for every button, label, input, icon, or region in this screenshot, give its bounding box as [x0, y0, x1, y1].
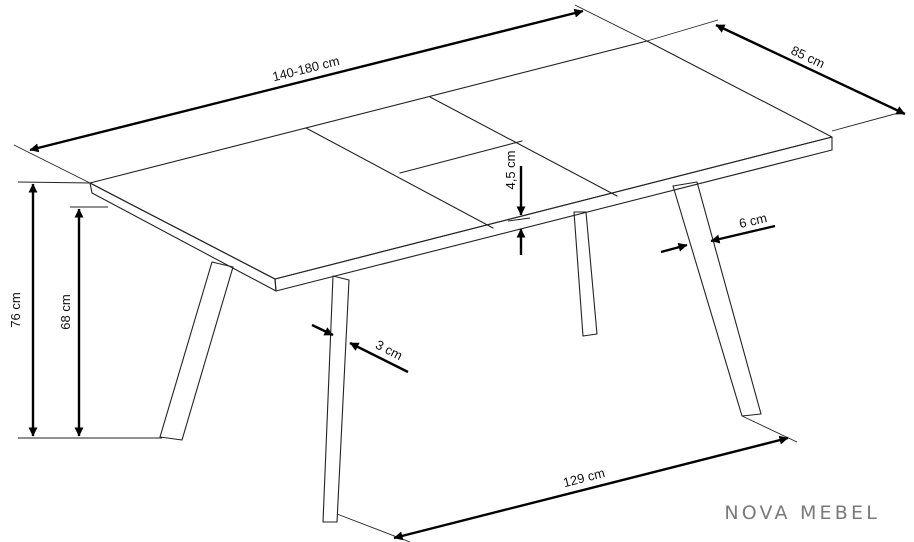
dimension-arrows: [28, 8, 906, 541]
right-leg: [672, 181, 762, 417]
leaf-seam-left: [305, 127, 494, 229]
depth-arrow: [715, 23, 906, 116]
leaf-seam-right: [429, 96, 618, 197]
back-right-leg: [573, 211, 598, 337]
table-top-surface: [89, 40, 833, 280]
leg-thickness-arrow-left: [311, 323, 334, 337]
dimension-labels: 140-180 cm 85 cm 76 cm 68 cm 4,5 cm 6 cm…: [8, 43, 827, 491]
leg-width-arrow-right: [710, 224, 776, 244]
table-top: [89, 40, 833, 292]
length-arrow: [29, 8, 584, 153]
table-top-right-edge: [274, 136, 833, 292]
leg-width-arrow-left: [660, 242, 688, 254]
leg-width-label: 6 cm: [738, 210, 769, 231]
extension-lines: [13, 4, 903, 542]
front-left-leg: [159, 261, 234, 441]
front-middle-leg: [322, 275, 350, 523]
table-drawing: [89, 40, 833, 523]
leg-thickness-arrow-right: [349, 341, 409, 374]
depth-label: 85 cm: [789, 43, 827, 72]
height-label: 76 cm: [8, 292, 23, 327]
brand-logo-text: NOVA MEBEL: [724, 502, 880, 524]
leg-thickness-label: 3 cm: [373, 337, 405, 363]
leg-span-arrow: [393, 435, 789, 541]
table-top-front-edge: [89, 182, 277, 292]
clearance-label: 68 cm: [58, 294, 73, 329]
top-thickness-label: 4,5 cm: [503, 150, 518, 189]
